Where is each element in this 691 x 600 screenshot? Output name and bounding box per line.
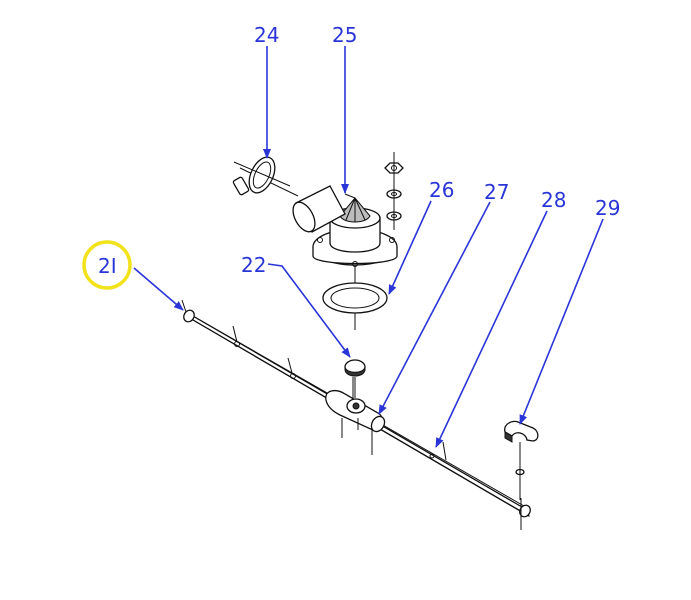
saddle-clamp (504, 420, 539, 500)
callout-29: 29 (595, 196, 620, 220)
nut-washer-stack (384, 152, 404, 230)
hose-clamp (232, 156, 291, 196)
pump-assembly (239, 167, 398, 267)
leader-22 (267, 263, 351, 358)
leader-29 (519, 218, 604, 425)
callout-26: 26 (429, 178, 454, 202)
gasket (322, 265, 388, 330)
leader-27 (378, 201, 491, 415)
callout-22: 22 (241, 253, 266, 277)
highlight-circle (82, 240, 132, 290)
callout-labels: 2I 22 24 25 26 27 28 29 (98, 23, 620, 278)
callout-28: 28 (541, 188, 566, 212)
callout-27: 27 (484, 180, 509, 204)
leader-28 (435, 210, 548, 448)
knob (344, 359, 366, 398)
callout-21: 2I (98, 254, 117, 278)
leader-26 (388, 200, 432, 295)
callout-24: 24 (254, 23, 279, 47)
center-coupling (325, 389, 386, 455)
leader-lines (133, 46, 604, 448)
leader-21 (133, 267, 184, 311)
callout-25: 25 (332, 23, 357, 47)
